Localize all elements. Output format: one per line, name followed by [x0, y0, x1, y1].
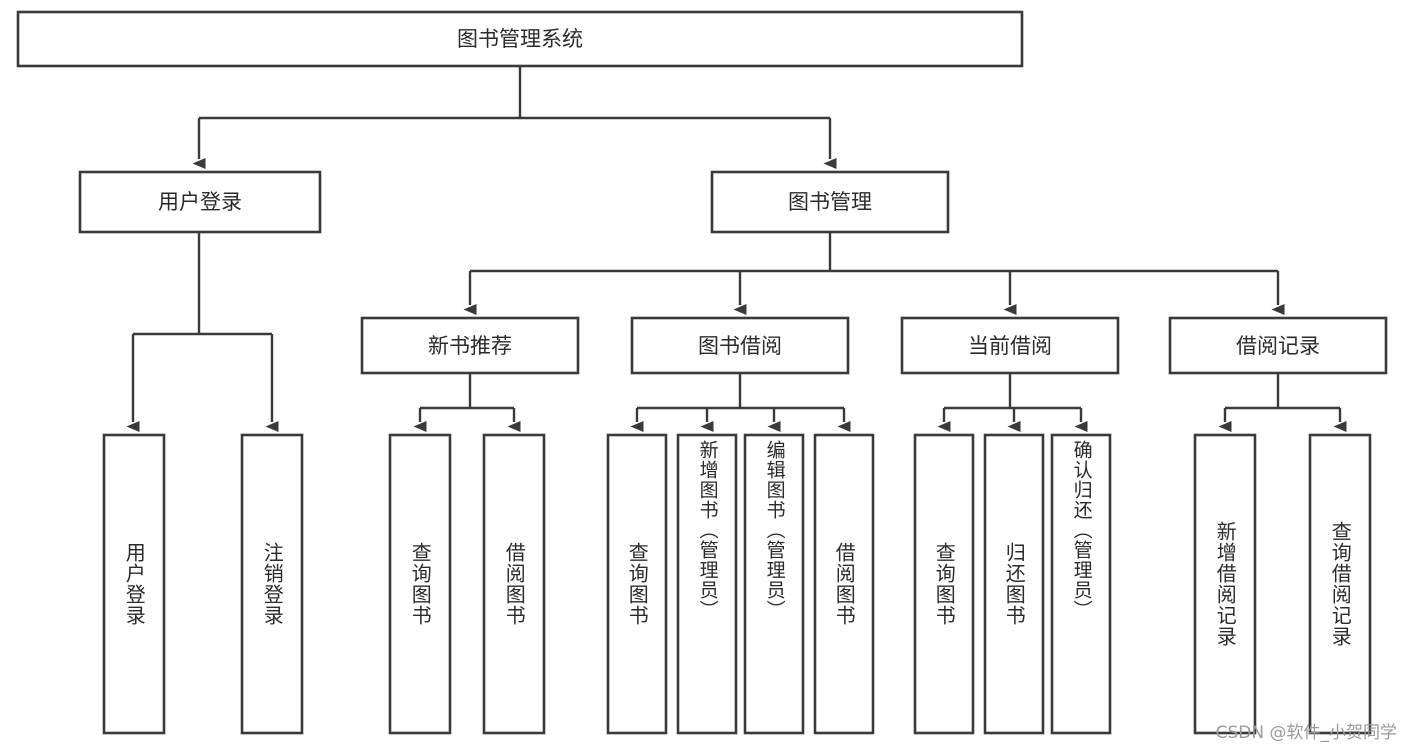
node-book-borrow-box[interactable] [630, 316, 850, 375]
node-book-borrow-label: 图书借阅 [698, 334, 782, 358]
connector-group [126, 66, 1347, 432]
node-book-management-box[interactable] [710, 170, 950, 234]
node-book-management-label: 图书管理 [788, 190, 872, 214]
node-leaf-add-book-box[interactable] [676, 433, 738, 735]
node-leaf-query-record-box[interactable] [1308, 433, 1372, 735]
node-user-login-label: 用户登录 [158, 190, 242, 214]
node-new-book-recommend-box[interactable] [360, 316, 580, 375]
node-leaf-query-book-3-box[interactable] [913, 433, 975, 735]
node-borrow-record[interactable]: 借阅记录 [1168, 316, 1388, 375]
node-root-label: 图书管理系统 [457, 27, 583, 51]
node-borrow-record-box[interactable] [1168, 316, 1388, 375]
node-leaf-edit-book-box[interactable] [743, 433, 805, 735]
node-book-borrow[interactable]: 图书借阅 [630, 316, 850, 375]
node-leaf-return-book-box[interactable] [983, 433, 1045, 735]
node-user-login-box[interactable] [78, 170, 322, 234]
node-current-borrow-label: 当前借阅 [968, 334, 1052, 358]
node-user-login[interactable]: 用户登录 [78, 170, 322, 234]
node-current-borrow-box[interactable] [900, 316, 1120, 375]
node-leaf-query-book-2-box[interactable] [606, 433, 668, 735]
node-leaf-confirm-return-box[interactable] [1050, 433, 1112, 735]
watermark-text: CSDN @软件_小贺同学 [1215, 723, 1397, 743]
node-borrow-record-label: 借阅记录 [1236, 334, 1320, 358]
node-new-book-recommend[interactable]: 新书推荐 [360, 316, 580, 375]
node-leaf-add-record-box[interactable] [1193, 433, 1257, 735]
leaf-boxes [102, 433, 1372, 735]
node-root-box[interactable] [16, 10, 1024, 68]
node-leaf-user-login-box[interactable] [102, 433, 166, 735]
node-book-management[interactable]: 图书管理 [710, 170, 950, 234]
node-leaf-logout-box[interactable] [240, 433, 304, 735]
node-leaf-borrow-book-1-box[interactable] [482, 433, 546, 735]
node-leaf-query-book-1-box[interactable] [388, 433, 452, 735]
node-leaf-borrow-book-2-box[interactable] [813, 433, 875, 735]
node-current-borrow[interactable]: 当前借阅 [900, 316, 1120, 375]
node-root[interactable]: 图书管理系统 [16, 10, 1024, 68]
node-new-book-recommend-label: 新书推荐 [428, 334, 512, 358]
